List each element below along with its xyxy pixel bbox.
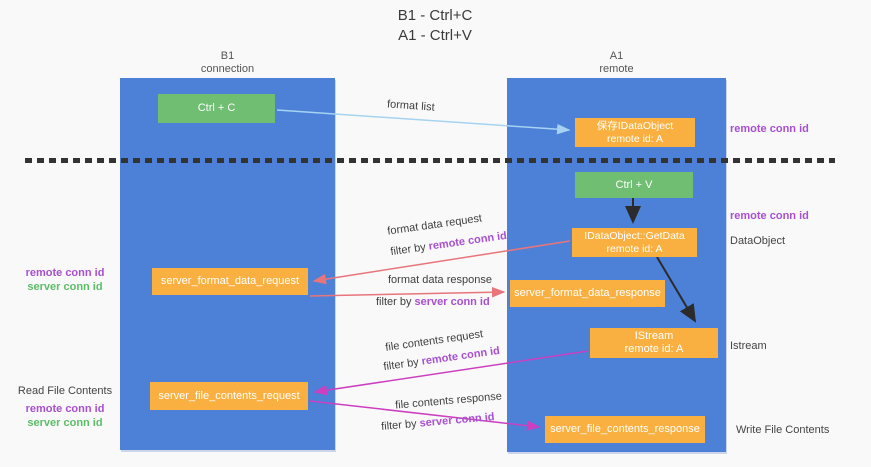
lane-header-a1: A1 remote [507, 50, 726, 76]
title-line-2: A1 - Ctrl+V [398, 27, 472, 44]
node-save-idataobject: 保存IDataObject remote id: A [575, 118, 695, 147]
annotation-remote-conn-id-top: remote conn id [730, 123, 809, 135]
node-ctrl-c-label: Ctrl + C [197, 102, 236, 114]
label-format-data-request: format data request [386, 212, 483, 238]
annotation-server-conn-id-left-lower: server conn id [27, 417, 103, 429]
node-server-format-data-response: server_format_data_response [510, 280, 665, 307]
node-istream: IStream remote id: A [590, 328, 718, 358]
filter-prefix: filter by [380, 417, 421, 433]
title-line-1: B1 - Ctrl+C [397, 7, 473, 24]
annotation-remote-conn-id-mid: remote conn id [730, 210, 809, 222]
server-conn-id-highlight: server conn id [414, 296, 490, 308]
lane-a1-title: A1 [609, 50, 624, 62]
label-filter-server-2: filter by server conn id [381, 411, 495, 433]
lane-header-b1: B1 connection [120, 50, 335, 76]
annotation-istream: Istream [730, 340, 767, 352]
label-file-contents-response: file contents response [394, 390, 503, 412]
node-save-idataobject-line2: remote id: A [606, 132, 664, 145]
label-format-data-response: format data response [388, 274, 492, 286]
lane-a1-subtitle: remote [599, 63, 634, 75]
node-file-request-label: server_file_contents_request [158, 389, 300, 402]
label-filter-server-1: filter by server conn id [376, 296, 490, 308]
node-format-response-label: server_format_data_response [514, 287, 661, 299]
node-server-format-data-request: server_format_data_request [152, 268, 308, 295]
node-ctrl-v-label: Ctrl + V [615, 178, 653, 191]
node-ctrl-v: Ctrl + V [575, 172, 693, 198]
annotation-remote-conn-id-left: remote conn id [25, 267, 105, 279]
node-file-response-label: server_file_contents_response [550, 423, 700, 435]
annotation-conn-ids-upper-left: remote conn id server conn id [15, 266, 115, 294]
filter-prefix: filter by [376, 296, 415, 308]
node-save-idataobject-line1: 保存IDataObject [596, 119, 674, 132]
server-conn-id-highlight: server conn id [419, 411, 496, 430]
annotation-write-file-contents: Write File Contents [736, 424, 830, 436]
node-istream-line2: remote id: A [624, 343, 684, 355]
filter-prefix: filter by [382, 355, 423, 374]
annotation-read-block-left: Read File Contents remote conn id server… [15, 384, 115, 430]
remote-conn-id-highlight: remote conn id [427, 229, 508, 253]
annotation-remote-conn-id-left-lower: remote conn id [25, 403, 105, 415]
node-server-file-contents-request: server_file_contents_request [150, 382, 308, 410]
remote-conn-id-highlight: remote conn id [420, 344, 501, 368]
filter-prefix: filter by [389, 240, 430, 259]
dashed-divider [25, 158, 835, 163]
lane-b1-subtitle: connection [200, 63, 255, 75]
diagram-title: B1 - Ctrl+C A1 - Ctrl+V [285, 6, 585, 46]
annotation-server-conn-id-left: server conn id [27, 281, 103, 293]
node-idataobject-getdata: IDataObject::GetData remote id: A [572, 228, 697, 257]
node-istream-line1: IStream [634, 330, 674, 342]
node-format-request-label: server_format_data_request [160, 275, 300, 287]
node-ctrl-c: Ctrl + C [158, 94, 275, 123]
node-getdata-line2: remote id: A [606, 242, 663, 255]
lane-b1-title: B1 [220, 50, 235, 62]
annotation-read-file-contents: Read File Contents [17, 385, 113, 397]
annotation-dataobject: DataObject [730, 235, 786, 247]
node-server-file-contents-response: server_file_contents_response [545, 416, 705, 443]
label-format-list: format list [386, 98, 436, 114]
node-getdata-line1: IDataObject::GetData [584, 229, 685, 242]
